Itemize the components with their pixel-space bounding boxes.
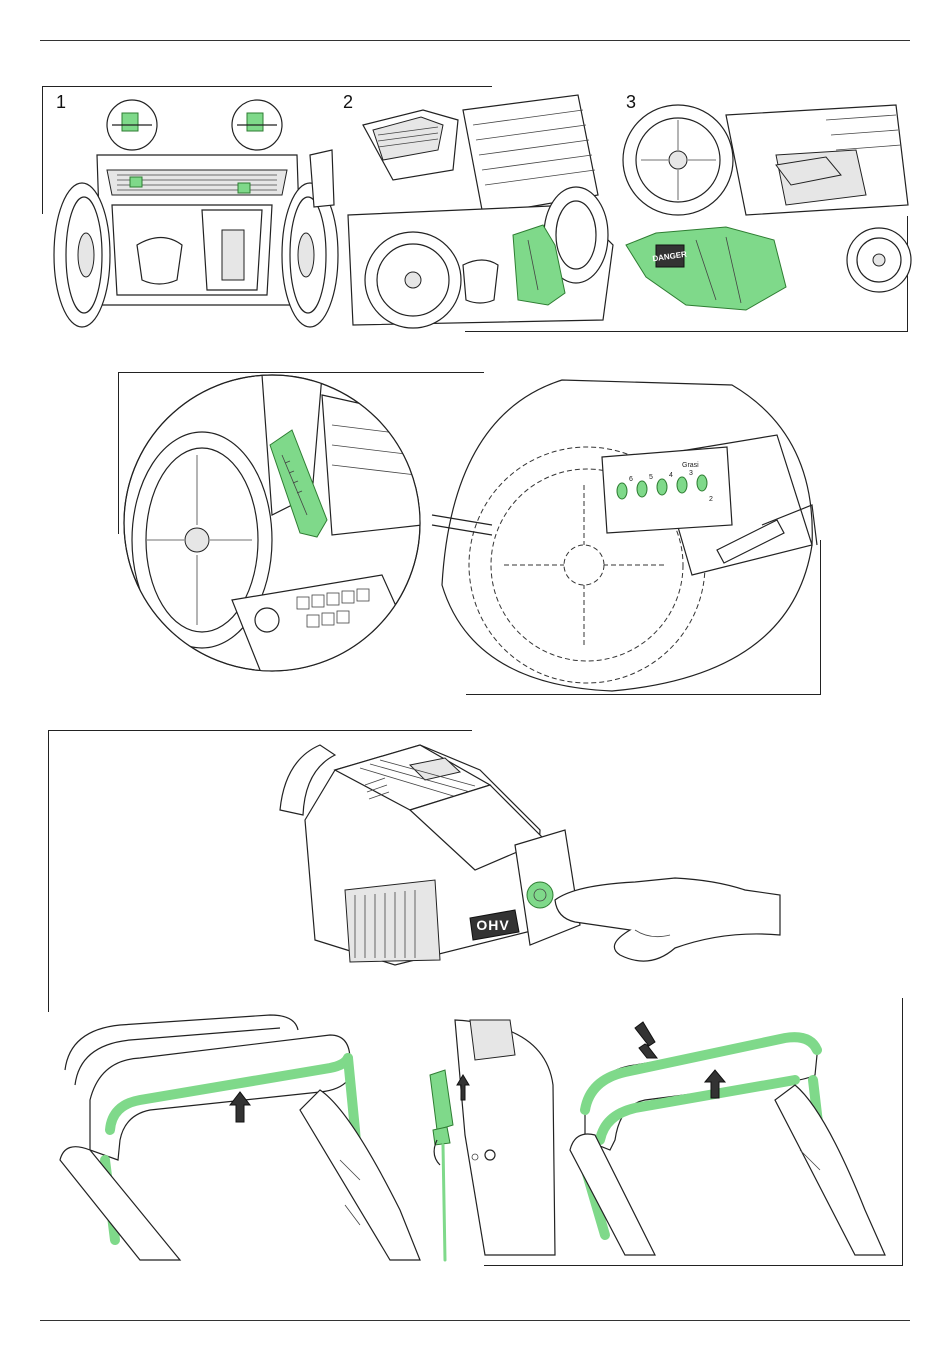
primer-button[interactable] xyxy=(527,882,553,908)
detail-height-lever xyxy=(122,375,427,675)
row2-frame-top xyxy=(118,372,484,373)
front-wheel xyxy=(365,232,461,328)
scale-title: Grasi xyxy=(682,462,699,469)
figure-3-side-discharge: DANGER xyxy=(626,105,908,325)
engine-primer-illustration: OHV xyxy=(275,730,780,975)
left-wheel xyxy=(54,183,110,327)
row3-frame-right xyxy=(902,998,903,1266)
ohv-badge-text: OHV xyxy=(476,917,509,933)
row3-frame-left xyxy=(48,730,49,1012)
small-wheel xyxy=(847,228,911,292)
scale-position-6: 6 xyxy=(629,476,633,483)
figure-1-rear-view xyxy=(42,95,342,335)
scale-position-4: 4 xyxy=(669,472,673,479)
row2-frame-left xyxy=(118,372,119,534)
bottom-rule xyxy=(40,1320,910,1321)
big-wheel xyxy=(623,105,733,215)
handle-right-illustration xyxy=(565,1000,895,1260)
row2-frame-right xyxy=(820,540,821,695)
down-arrow-icon xyxy=(635,1022,657,1058)
scale-position-2: 2 xyxy=(709,496,713,503)
row3-frame-bottom xyxy=(484,1265,903,1266)
row1-frame-top xyxy=(42,86,492,87)
figure-2-mulch-plug xyxy=(343,95,618,335)
detail-height-scale: Grasi 6 5 4 3 2 xyxy=(432,375,817,695)
scale-position-3: 3 xyxy=(689,470,693,477)
top-rule xyxy=(40,40,910,41)
handle-cable-detail xyxy=(425,1015,570,1260)
scale-position-5: 5 xyxy=(649,474,653,481)
handle-left-illustration xyxy=(50,1010,430,1260)
